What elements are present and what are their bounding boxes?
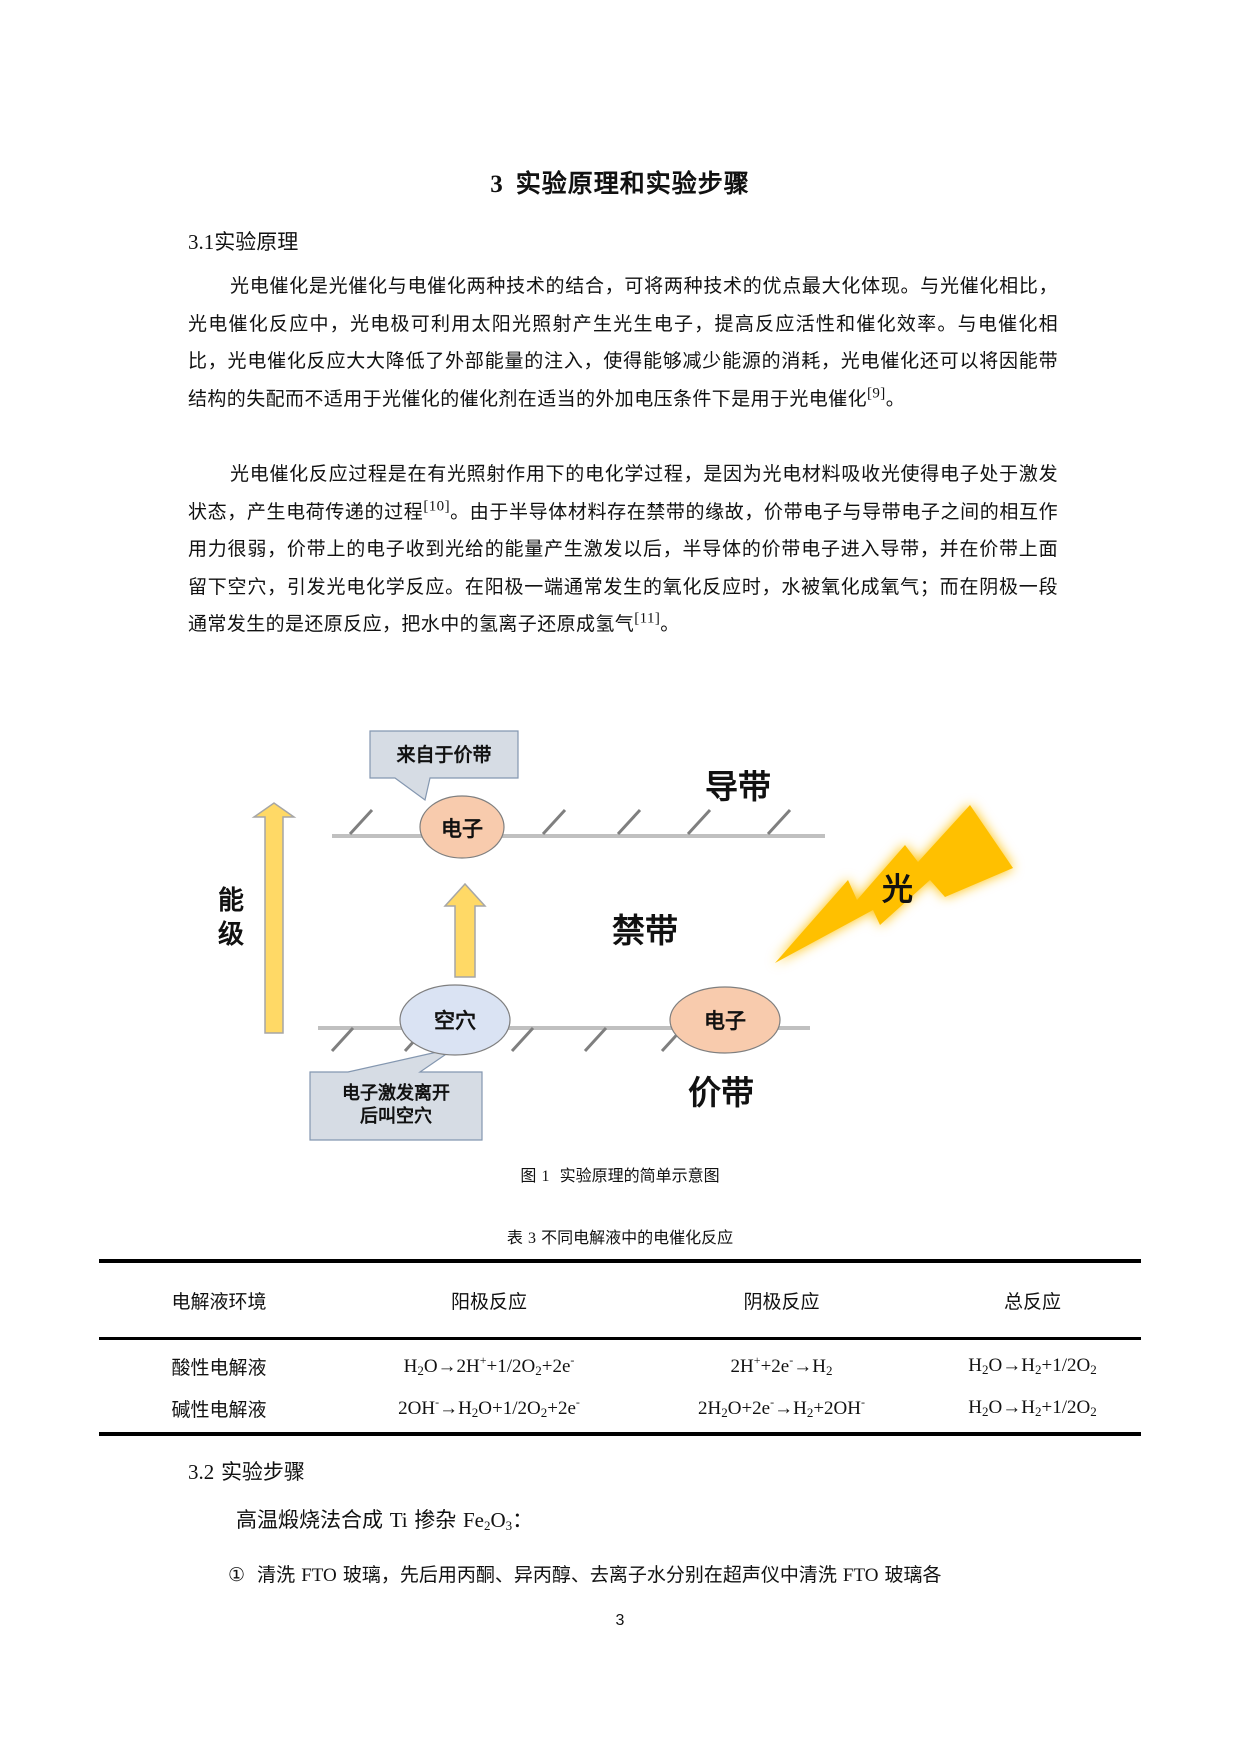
step-text: 玻璃各 <box>884 1564 942 1586</box>
table-row: 酸性电解液 H2O→2H++1/2O2+2e- 2H++2e-→H2 H2O→H… <box>99 1339 1141 1388</box>
section-title: 实验步骤 <box>220 1460 305 1484</box>
electron-cb-label: 电子 <box>441 817 483 841</box>
table-header-row: 电解液环境 阳极反应 阴极反应 总反应 <box>99 1259 1141 1340</box>
cell-total-reaction: H2O→H2+1/2O2 <box>924 1387 1141 1436</box>
electron-cb-ellipse <box>419 795 505 859</box>
page-number: 3 <box>615 1612 625 1629</box>
subheading-synthesis: 高温煅烧法合成 Ti 掺杂 Fe2O3： <box>236 1504 533 1534</box>
excitation-arrow-icon <box>443 882 487 978</box>
callout-from-valence-band <box>369 730 519 802</box>
cell-cathode-reaction: 2H2O+2e-→H2+2OH- <box>639 1387 924 1436</box>
paragraph-text: 光电催化是光催化与电催化两种技术的结合，可将两种技术的优点最大化体现。与光催化相… <box>188 275 1058 410</box>
callout-bottom-label: 电子激发离开 后叫空穴 <box>310 1082 482 1128</box>
conduction-band-label: 导带 <box>705 767 771 806</box>
section-number: 3.2 <box>188 1460 215 1484</box>
cell-environment: 酸性电解液 <box>171 1356 267 1379</box>
paragraph-text: 光电催化反应过程是在有光照射作用下的电化学过程，是因为光电材料吸收光使得电子处于… <box>188 463 1058 523</box>
energy-label-1: 能 <box>218 886 245 916</box>
cell-anode-reaction: 2OH-→H2O+1/2O2+2e- <box>339 1387 639 1436</box>
electron-vb-label: 电子 <box>704 1009 746 1033</box>
forbidden-band-label: 禁带 <box>612 911 678 950</box>
punctuation: 。 <box>885 387 906 410</box>
column-header: 总反应 <box>924 1259 1141 1340</box>
column-header: 阴极反应 <box>639 1259 924 1340</box>
punctuation: 。 <box>660 613 680 635</box>
subheading-text: 掺杂 <box>414 1508 457 1532</box>
table-caption: 表 3 不同电解液中的电催化反应 <box>0 1224 1240 1248</box>
callout-bottom-line-2: 后叫空穴 <box>360 1106 432 1127</box>
paragraph-text: 。由于半导体材料存在禁带的缘故，价带电子与导带电子之间的相互作用力很弱，价带上的… <box>188 500 1058 636</box>
energy-label-2: 级 <box>218 920 245 950</box>
callout-hole-definition <box>309 1047 483 1141</box>
section-heading-3-2: 3.2 实验步骤 <box>188 1456 305 1486</box>
caption-text: 不同电解液中的电催化反应 <box>541 1228 734 1247</box>
caption-number: 3 <box>528 1230 536 1247</box>
figure-caption: 图 1 实验原理的简单示意图 <box>0 1162 1240 1186</box>
citation: [9] <box>867 385 886 402</box>
step-latin: FTO <box>842 1565 879 1586</box>
section-number: 3.1 <box>188 230 215 254</box>
step-text: 玻璃，先后用丙酮、异丙醇、去离子水分别在超声仪中清洗 <box>342 1564 837 1586</box>
step-latin: FTO <box>301 1565 337 1586</box>
reaction-table: 电解液环境 阳极反应 阴极反应 总反应 酸性电解液 H2O→2H++1/2O2+… <box>99 1259 1141 1436</box>
callout-top-label: 来自于价带 <box>396 744 492 766</box>
energy-level-arrow-icon <box>251 802 297 1034</box>
light-label: 光 <box>882 872 913 908</box>
callout-bottom-line-1: 电子激发离开 <box>342 1083 450 1104</box>
chapter-title: 3 实验原理和实验步骤 <box>0 164 1240 200</box>
step-text: 清洗 <box>257 1564 296 1586</box>
step-marker: ① <box>228 1564 246 1586</box>
cell-cathode-reaction: 2H++2e-→H2 <box>730 1353 833 1378</box>
section-heading-3-1: 3.1实验原理 <box>188 226 298 256</box>
table-row: 碱性电解液 2OH-→H2O+1/2O2+2e- 2H2O+2e-→H2+2OH… <box>99 1387 1141 1436</box>
chapter-number: 3 <box>490 171 504 198</box>
caption-text: 实验原理的简单示意图 <box>559 1166 720 1185</box>
step-1: ① 清洗 FTO 玻璃，先后用丙酮、异丙醇、去离子水分别在超声仪中清洗 FTO … <box>228 1560 942 1587</box>
citation: [10] <box>423 498 450 515</box>
subheading-latin: Ti <box>389 1508 408 1532</box>
paragraph-1: 光电催化是光催化与电催化两种技术的结合，可将两种技术的优点最大化体现。与光催化相… <box>188 268 1058 418</box>
valence-band-label: 价带 <box>688 1073 754 1112</box>
hole-ellipse <box>399 984 511 1056</box>
cell-environment: 碱性电解液 <box>99 1387 339 1436</box>
paragraph-2: 光电催化反应过程是在有光照射作用下的电化学过程，是因为光电材料吸收光使得电子处于… <box>188 456 1058 644</box>
subheading-text: 高温煅烧法合成 <box>236 1508 383 1532</box>
caption-prefix: 图 <box>520 1166 537 1185</box>
chapter-title-text: 实验原理和实验步骤 <box>515 169 750 198</box>
hole-label: 空穴 <box>434 1009 476 1033</box>
column-header: 阳极反应 <box>339 1259 639 1340</box>
conduction-band-line <box>332 808 825 838</box>
subheading-formula: Fe2O3 <box>463 1508 513 1533</box>
lightning-bolt-icon <box>775 805 1013 963</box>
column-header: 电解液环境 <box>99 1259 339 1340</box>
cell-anode-reaction: H2O→2H++1/2O2+2e- <box>403 1353 575 1378</box>
caption-prefix: 表 <box>506 1228 523 1247</box>
caption-number: 1 <box>541 1168 550 1185</box>
citation: [11] <box>634 610 661 627</box>
electron-vb-ellipse <box>669 986 781 1054</box>
punctuation: ： <box>512 1508 534 1532</box>
cell-total-reaction: H2O→H2+1/2O2 <box>968 1354 1097 1377</box>
section-title: 实验原理 <box>214 230 299 254</box>
